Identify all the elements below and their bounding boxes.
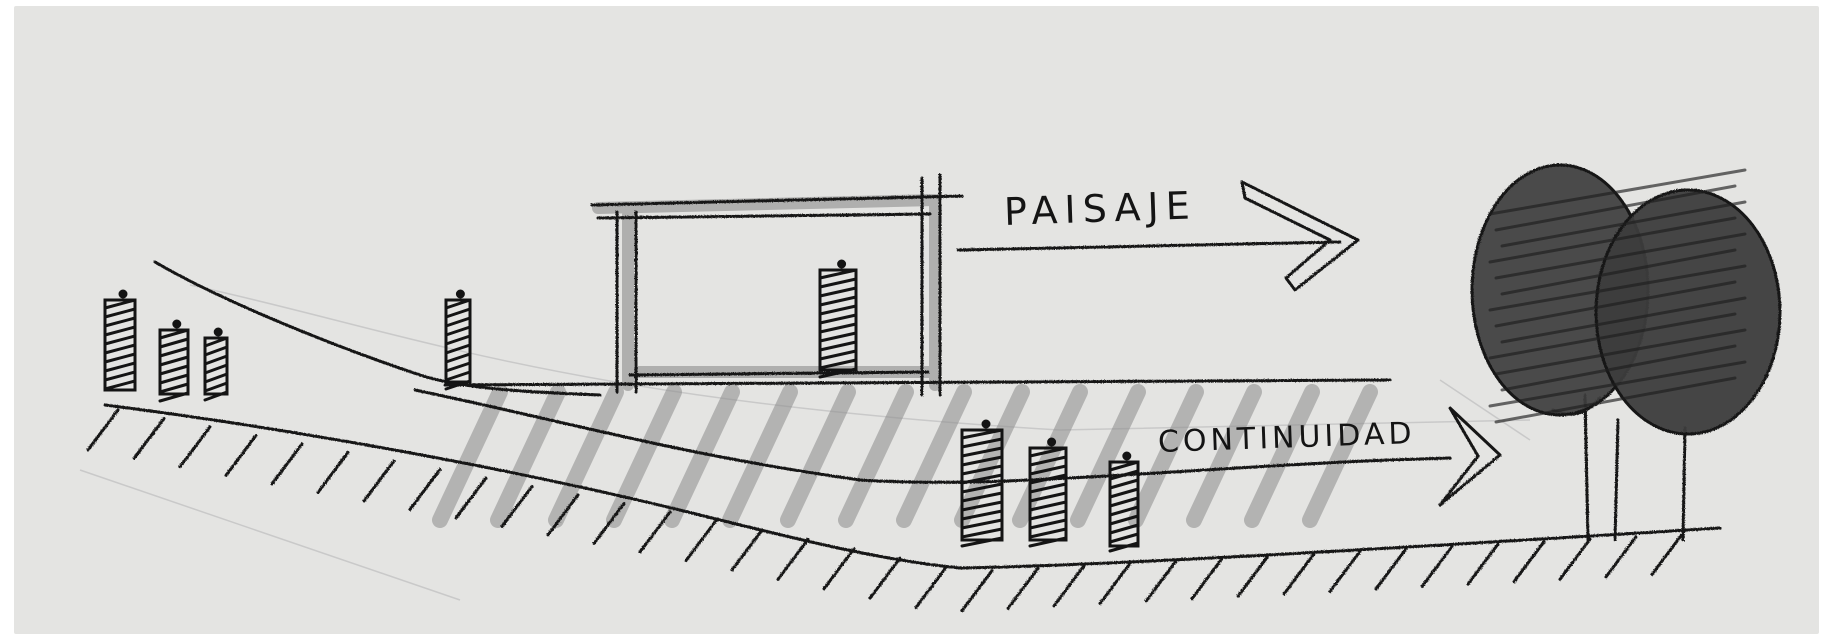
tree-canopies xyxy=(1472,165,1780,434)
landscape-label: PAISAJE xyxy=(1003,183,1197,234)
